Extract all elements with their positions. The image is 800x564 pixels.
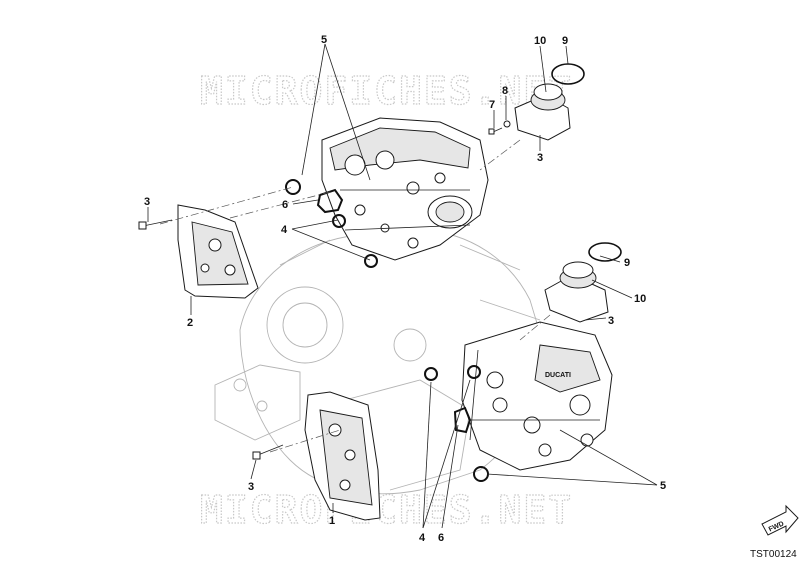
watermark-top: MICROFICHES.NET xyxy=(200,69,573,113)
callout-6-top: 6 xyxy=(282,199,288,211)
assembly-centre-lines xyxy=(159,139,551,453)
callout-3-bottom-screw: 3 xyxy=(248,481,254,493)
callout-5-bottom: 5 xyxy=(660,480,666,492)
callout-8: 8 xyxy=(502,85,508,97)
callout-4-bottom: 4 xyxy=(419,532,426,544)
callout-3-right-manifold: 3 xyxy=(608,315,614,327)
callout-7: 7 xyxy=(489,99,495,111)
callout-9-right: 9 xyxy=(624,257,630,269)
callout-10-right: 10 xyxy=(634,293,646,305)
callout-6-bottom: 6 xyxy=(438,532,444,544)
intake-manifold-lower xyxy=(544,242,622,323)
callout-10-top: 10 xyxy=(534,35,546,47)
callout-3-left-screw: 3 xyxy=(144,196,150,208)
callout-labels: 5 10 9 8 7 3 3 6 4 9 10 3 2 3 1 4 6 5 xyxy=(144,34,666,544)
callout-5-top: 5 xyxy=(321,34,327,46)
intake-manifold-upper xyxy=(514,63,585,141)
o-rings xyxy=(285,179,489,482)
timing-belt-cover-front xyxy=(304,391,381,521)
timing-belt-cover-rear xyxy=(177,204,259,299)
callout-3-top-manifold: 3 xyxy=(537,152,543,164)
leader-lines xyxy=(147,43,658,529)
watermark-bottom: MICROFICHES.NET xyxy=(200,488,573,532)
callout-4-top: 4 xyxy=(281,224,288,236)
callout-1: 1 xyxy=(329,515,335,527)
screw-parts xyxy=(138,120,511,460)
upper-cylinder-head xyxy=(321,117,489,261)
svg-text:DUCATI: DUCATI xyxy=(545,372,571,379)
lower-cylinder-head: DUCATI xyxy=(461,321,613,471)
callout-2: 2 xyxy=(187,317,193,329)
drawing-code: TST00124 xyxy=(750,549,797,560)
fwd-arrow-icon: FWD xyxy=(761,504,799,536)
callout-9-top: 9 xyxy=(562,35,568,47)
